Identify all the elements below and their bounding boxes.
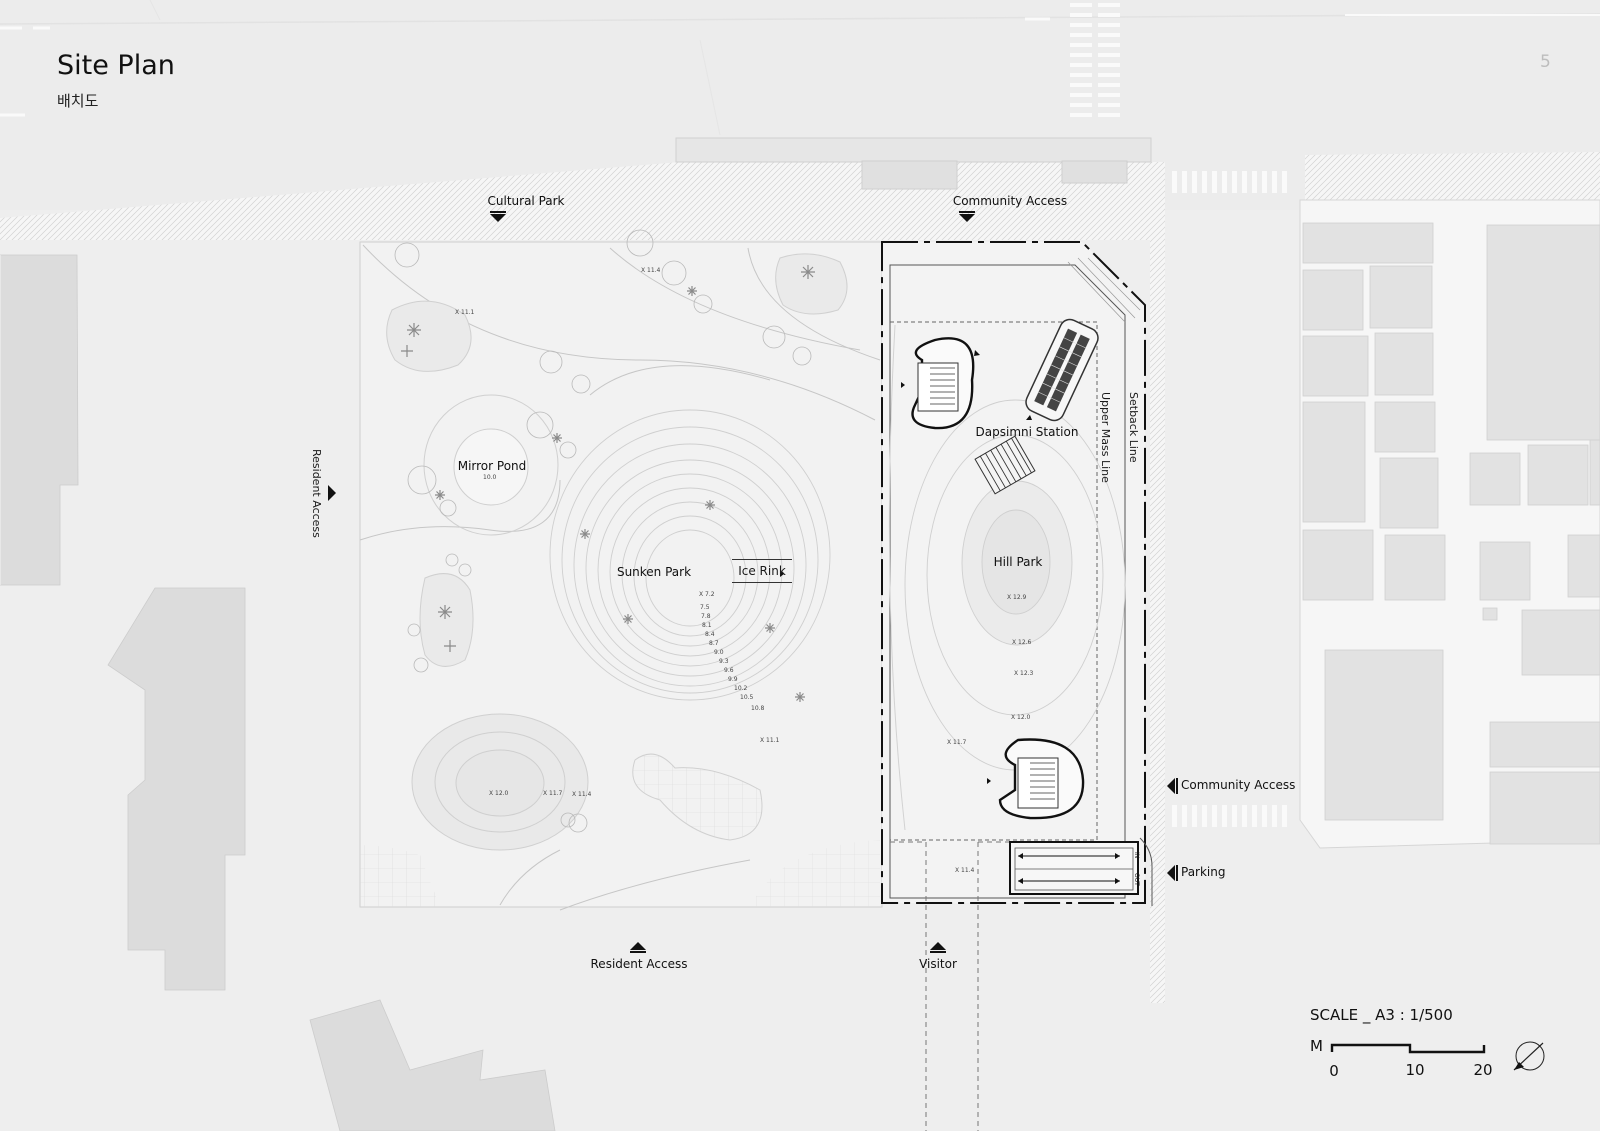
north-arrow-icon	[1516, 1042, 1544, 1070]
label-setback-line: Setback Line	[1127, 392, 1140, 463]
spot-elevation: 8.7	[709, 640, 719, 647]
spot-elevation: 9.3	[719, 658, 729, 665]
spot-elevation: 9.9	[728, 676, 738, 683]
spot-elevation: 10.2	[734, 685, 748, 692]
label-dapsimni-station: Dapsimni Station	[975, 425, 1079, 439]
label-community-access-top: Community Access	[952, 194, 1068, 208]
spot-elevation: X 11.7	[947, 739, 967, 746]
label-mirror-pond: Mirror Pond	[457, 459, 527, 473]
label-resident-access-bottom: Resident Access	[590, 957, 688, 971]
spot-elevation: X 12.6	[1012, 639, 1032, 646]
page-subtitle: 배치도	[57, 92, 99, 110]
label-parking-out: OUT	[1133, 873, 1140, 886]
spot-elevation: 7.5	[700, 604, 710, 611]
spot-elevation: 9.6	[724, 667, 734, 674]
spot-elevation: 10.5	[740, 694, 754, 701]
scale-tick-0: 0	[1329, 1062, 1339, 1080]
page-number: 5	[1540, 52, 1551, 72]
spot-elevation: X 12.3	[1014, 670, 1034, 677]
label-cultural-park: Cultural Park	[487, 194, 565, 208]
scale-tick-10: 10	[1405, 1061, 1425, 1079]
spot-elevation: X 12.0	[489, 790, 509, 797]
spot-elevation: X 11.4	[641, 267, 661, 274]
label-upper-mass-line: Upper Mass Line	[1099, 392, 1112, 483]
spot-elevation: X 12.9	[1007, 594, 1027, 601]
spot-elevation: 8.1	[702, 622, 712, 629]
spot-elevation: 8.4	[705, 631, 715, 638]
label-parking: Parking	[1181, 865, 1226, 879]
label-hill-park: Hill Park	[993, 555, 1043, 569]
page-title: Site Plan	[57, 50, 175, 81]
spot-elevation: X 7.2	[699, 591, 715, 598]
label-ice-rink: Ice Rink	[732, 559, 792, 583]
spot-elevation: 7.8	[701, 613, 711, 620]
spot-elevation: X 11.4	[955, 867, 975, 874]
elev-mirror-pond: 10.0	[483, 474, 497, 481]
scale-title: SCALE _ A3 : 1/500	[1310, 1006, 1453, 1024]
spot-elevation: X 11.7	[543, 790, 563, 797]
label-parking-in: IN	[1133, 852, 1140, 859]
spot-elevation: X 11.4	[572, 791, 592, 798]
spot-elevation: 9.0	[714, 649, 724, 656]
spot-elevation: X 11.1	[455, 309, 475, 316]
spot-elevation: X 12.0	[1011, 714, 1031, 721]
label-resident-access-left: Resident Access	[310, 449, 323, 538]
spot-elevation: X 11.1	[760, 737, 780, 744]
scale-tick-20: 20	[1473, 1061, 1493, 1079]
label-visitor: Visitor	[919, 957, 957, 971]
label-community-access-right: Community Access	[1181, 778, 1296, 792]
scale-unit: M	[1310, 1037, 1323, 1055]
label-sunken-park: Sunken Park	[616, 565, 692, 579]
spot-elevation: 10.8	[751, 705, 765, 712]
